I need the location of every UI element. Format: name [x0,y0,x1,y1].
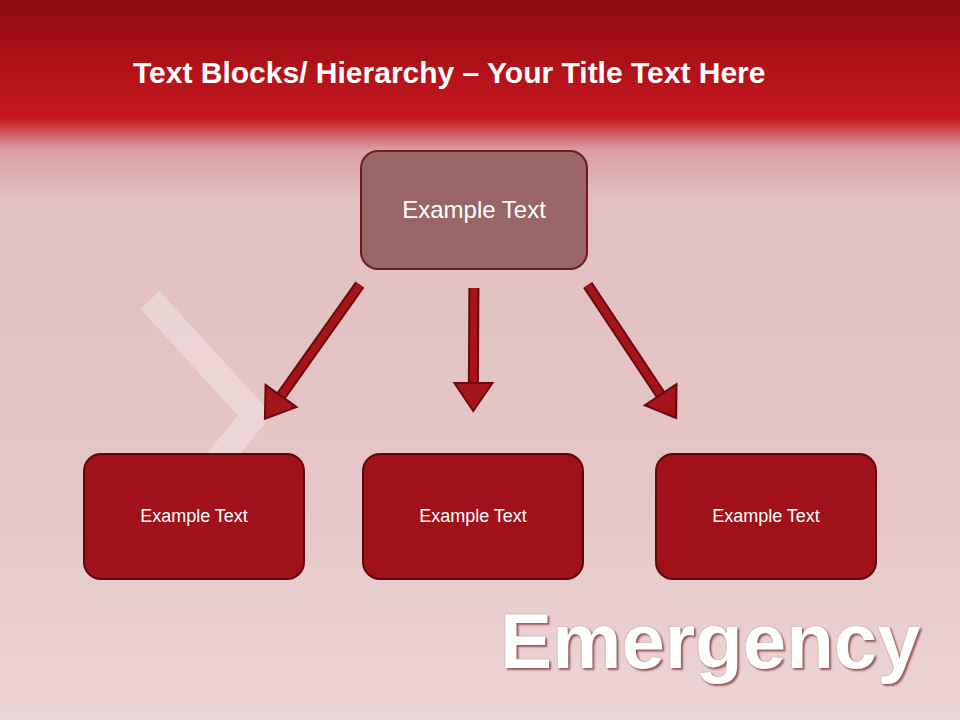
box-text: Example Text [402,196,546,225]
arrow-head [265,385,297,419]
box-text: Example Text [712,506,820,528]
box-text: Example Text [419,506,527,528]
box-text: Example Text [140,506,248,528]
parent-box: Example Text [360,150,588,270]
block-arrow [588,285,677,418]
slide-title: Text Blocks/ Hierarchy – Your Title Text… [133,56,765,90]
child-box: Example Text [655,453,877,580]
arrow-shaft-outline [468,288,480,383]
child-box: Example Text [362,453,584,580]
arrow-shaft [281,285,360,396]
block-arrow [454,288,492,411]
arrow-head [645,384,677,418]
background-sign-text: Emergency [500,596,921,687]
arrow-shaft [470,288,478,383]
child-box: Example Text [83,453,305,580]
arrow-shaft-outline [588,285,661,395]
arrow-head [454,383,492,411]
arrow-shaft [588,285,661,395]
block-arrow [265,285,360,419]
arrow-shaft-outline [281,285,360,396]
